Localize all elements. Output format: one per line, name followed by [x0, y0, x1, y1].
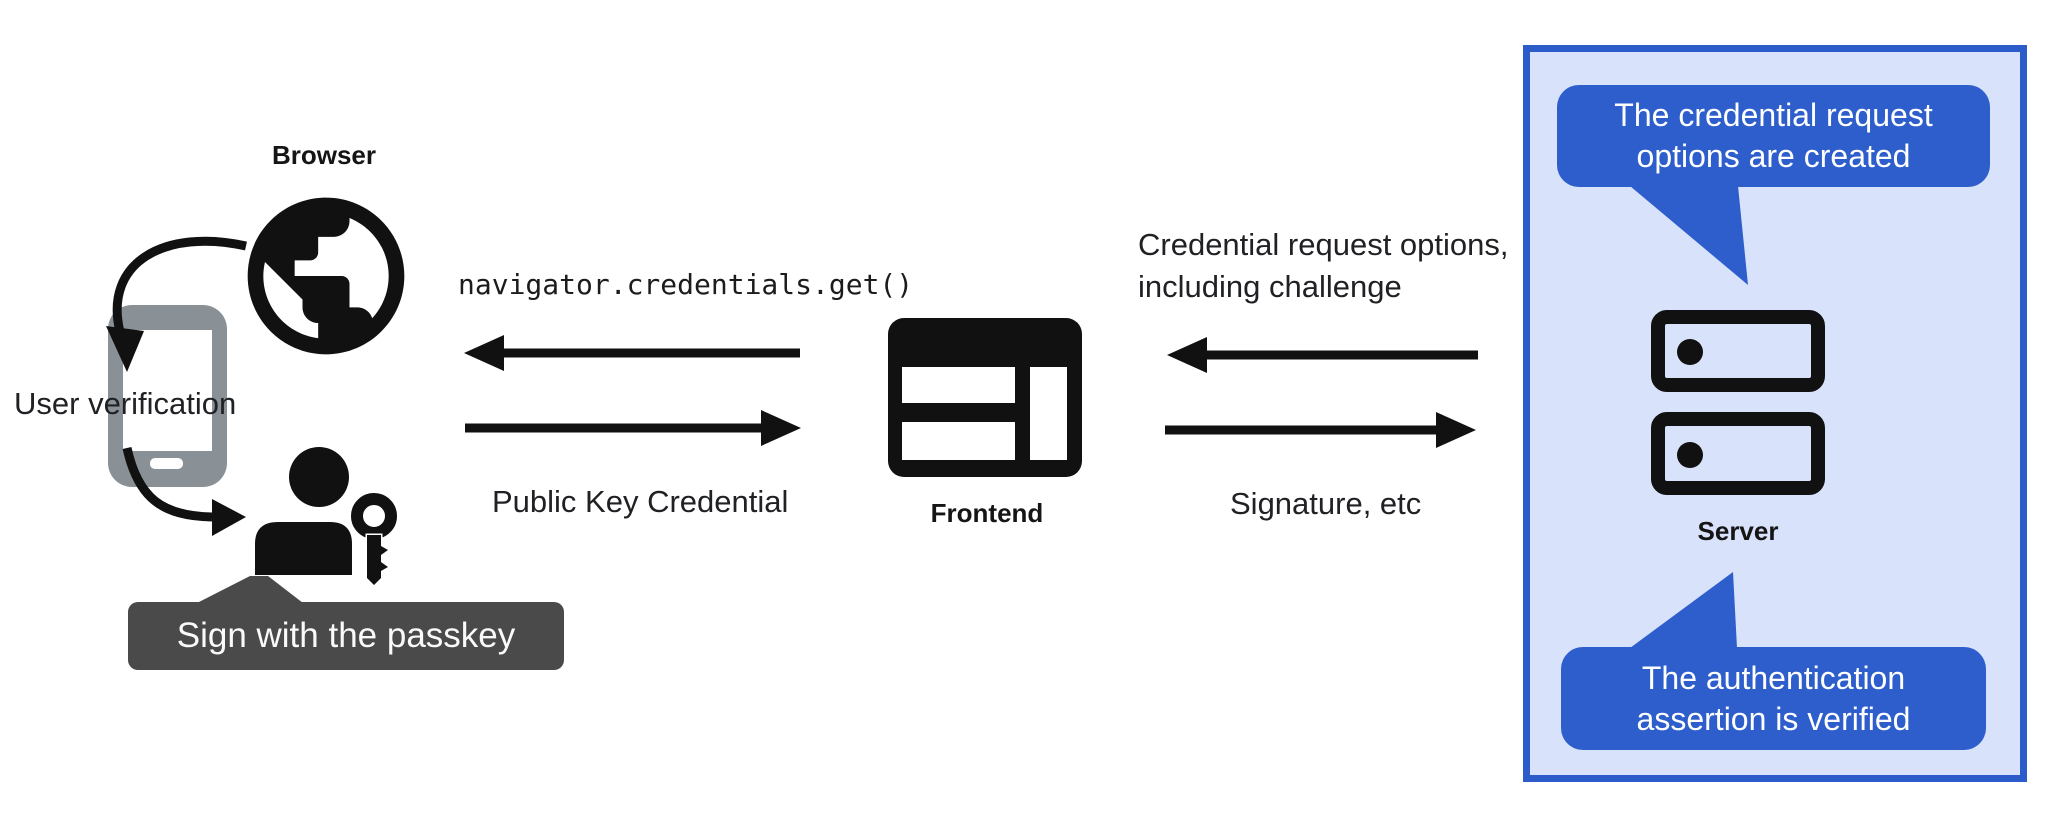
browser-label: Browser	[271, 140, 377, 170]
passkey-tooltip: Sign with the passkey	[128, 602, 564, 670]
credential-request-line2: including challenge	[1138, 269, 1402, 304]
arrow-server-to-frontend	[1167, 337, 1478, 373]
arrow-browser-to-frontend	[465, 410, 801, 446]
callout-assertion-verified: The authentication assertion is verified	[1561, 647, 1986, 750]
key-icon	[350, 492, 398, 588]
callout-credential-options-created: The credential request options are creat…	[1557, 85, 1990, 187]
callout-tail-bottom	[1630, 572, 1737, 648]
public-key-credential-label: Public Key Credential	[492, 484, 789, 519]
passkey-tooltip-text: Sign with the passkey	[176, 616, 516, 655]
server-label: Server	[1697, 516, 1779, 546]
callout-tail-top	[1630, 186, 1748, 285]
passkey-user-icon	[255, 447, 398, 588]
api-call-label: navigator.credentials.get()	[458, 268, 914, 301]
credential-request-label: Credential request options, including ch…	[1138, 224, 1509, 308]
callout-bottom-line1: The authentication	[1641, 659, 1906, 696]
callout-top-line2: options are created	[1636, 138, 1911, 174]
frontend-label: Frontend	[930, 498, 1044, 528]
frontend-window-icon	[888, 318, 1082, 477]
callout-top-line1: The credential request	[1614, 97, 1933, 133]
arrow-frontend-to-browser	[464, 335, 800, 371]
globe-icon	[247, 197, 405, 355]
user-shoulders	[255, 522, 352, 575]
user-head	[289, 447, 349, 507]
arrow-frontend-to-server	[1165, 412, 1476, 448]
credential-request-line1: Credential request options,	[1138, 227, 1509, 262]
callout-bottom-line2: assertion is verified	[1636, 700, 1911, 737]
server-icon	[1651, 310, 1825, 495]
signature-label: Signature, etc	[1230, 486, 1422, 521]
user-verification-label: User verification	[14, 386, 237, 421]
